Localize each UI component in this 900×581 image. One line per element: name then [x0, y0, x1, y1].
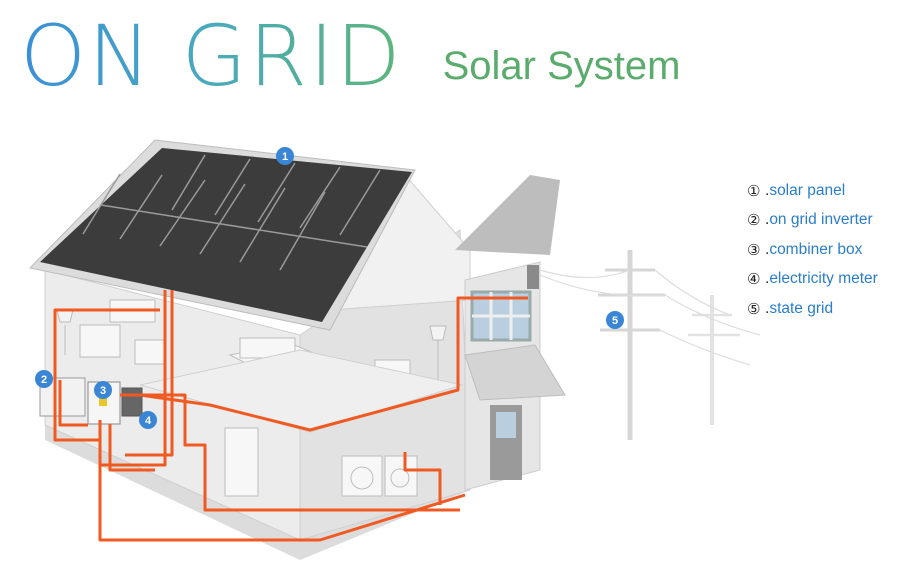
- legend-num: ⑤: [747, 300, 761, 318]
- power-pole-front: [598, 250, 665, 440]
- badge-1: 1: [276, 147, 294, 165]
- legend-item: ①.solar panel: [747, 181, 846, 200]
- badge-3: 3: [94, 381, 112, 399]
- badge-5-text: 5: [612, 315, 618, 327]
- legend-label: combiner box: [769, 240, 863, 258]
- legend-label: state grid: [769, 299, 834, 317]
- power-lines: [539, 269, 761, 366]
- legend-num: ④: [747, 271, 761, 289]
- badge-1-text: 1: [282, 151, 288, 163]
- legend-item: ④.electricity meter: [747, 270, 878, 289]
- badge-5: 5: [606, 311, 624, 329]
- legend-item: ③.combiner box: [747, 240, 863, 259]
- title: ON GRID Solar System: [20, 8, 680, 104]
- legend-num: ③: [747, 241, 761, 259]
- extension-roof: [455, 175, 560, 255]
- badge-4: 4: [139, 411, 157, 429]
- title-sub: Solar System: [442, 44, 681, 88]
- solar-panel-array: [40, 148, 412, 322]
- legend-item: ②.on grid inverter: [747, 211, 873, 230]
- badge-2: 2: [35, 370, 53, 388]
- legend-label: on grid inverter: [769, 211, 873, 229]
- title-main: ON GRID: [20, 7, 403, 105]
- legend-label: electricity meter: [769, 270, 878, 288]
- badge-4-text: 4: [145, 415, 152, 427]
- legend-item: ⑤.state grid: [747, 299, 834, 318]
- legend-num: ①: [747, 182, 761, 200]
- badge-3-text: 3: [100, 385, 106, 397]
- solar-panel-grid: [82, 154, 381, 271]
- legend-num: ②: [747, 212, 761, 230]
- legend-label: solar panel: [769, 181, 846, 199]
- wiring: [53, 290, 528, 542]
- wall-meter-box: [527, 265, 539, 289]
- power-pole-back: [688, 295, 740, 425]
- badge-2-text: 2: [41, 374, 47, 386]
- legend: ①.solar panel ②.on grid inverter ③.combi…: [747, 176, 878, 324]
- electricity-meter-device: [121, 387, 143, 417]
- porch-roof: [464, 344, 566, 401]
